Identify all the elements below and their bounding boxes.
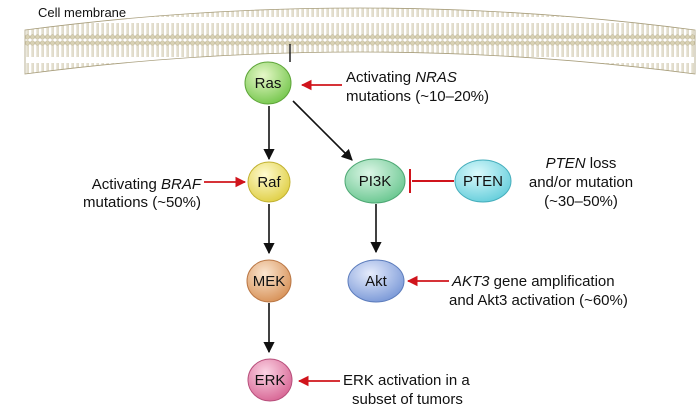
pathway-arrows (263, 100, 382, 354)
akt3-line2: and Akt3 activation (~60%) (449, 292, 628, 309)
node-erk-label: ERK (255, 372, 286, 389)
node-akt-label: Akt (365, 273, 388, 290)
akt3-line1-suffix: gene amplification (490, 273, 615, 290)
svg-text:PTEN loss: PTEN loss (546, 155, 617, 172)
node-pi3k-label: PI3K (359, 173, 392, 190)
annotation-braf: Activating BRAF mutations (~50%) (83, 176, 202, 211)
node-mek-label: MEK (253, 273, 286, 290)
nras-line1-prefix: Activating (346, 69, 415, 86)
nras-line2: mutations (~10–20%) (346, 88, 489, 105)
akt3-gene-name: AKT3 (451, 273, 490, 290)
node-pten: PTEN (454, 159, 512, 203)
pten-inhibition (409, 169, 454, 193)
svg-text:Activating BRAF: Activating BRAF (92, 176, 202, 193)
pten-line2: and/or mutation (529, 174, 633, 191)
svg-text:AKT3 gene amplification: AKT3 gene amplification (451, 273, 615, 290)
annotation-pten: PTEN loss and/or mutation (~30–50%) (529, 155, 633, 210)
node-erk: ERK (247, 358, 293, 402)
node-raf: Raf (247, 161, 291, 203)
membrane-label: Cell membrane (38, 5, 126, 20)
node-akt: Akt (347, 259, 405, 303)
node-pi3k: PI3K (344, 158, 406, 204)
braf-gene-name: BRAF (161, 176, 202, 193)
node-ras: Ras (244, 61, 292, 105)
node-ras-label: Ras (255, 75, 282, 92)
nras-gene-name: NRAS (415, 69, 457, 86)
pten-line3: (~30–50%) (544, 193, 618, 210)
annotation-arrows (204, 79, 449, 387)
annotation-akt3: AKT3 gene amplification and Akt3 activat… (449, 273, 628, 309)
node-mek: MEK (246, 259, 292, 303)
erk-line1: ERK activation in a (343, 372, 470, 389)
erk-line2: subset of tumors (352, 391, 463, 408)
braf-line2: mutations (~50%) (83, 194, 201, 211)
arrow-ras-to-pi3k (292, 100, 353, 161)
annotation-nras: Activating NRAS mutations (~10–20%) (346, 69, 489, 105)
annotation-erk: ERK activation in a subset of tumors (343, 372, 470, 408)
pten-gene-name: PTEN (546, 155, 586, 172)
svg-text:Activating NRAS: Activating NRAS (346, 69, 457, 86)
node-pten-label: PTEN (463, 173, 503, 190)
node-raf-label: Raf (257, 174, 281, 191)
cell-membrane (24, 7, 696, 75)
pten-line1-suffix: loss (586, 155, 617, 172)
braf-line1-prefix: Activating (92, 176, 161, 193)
